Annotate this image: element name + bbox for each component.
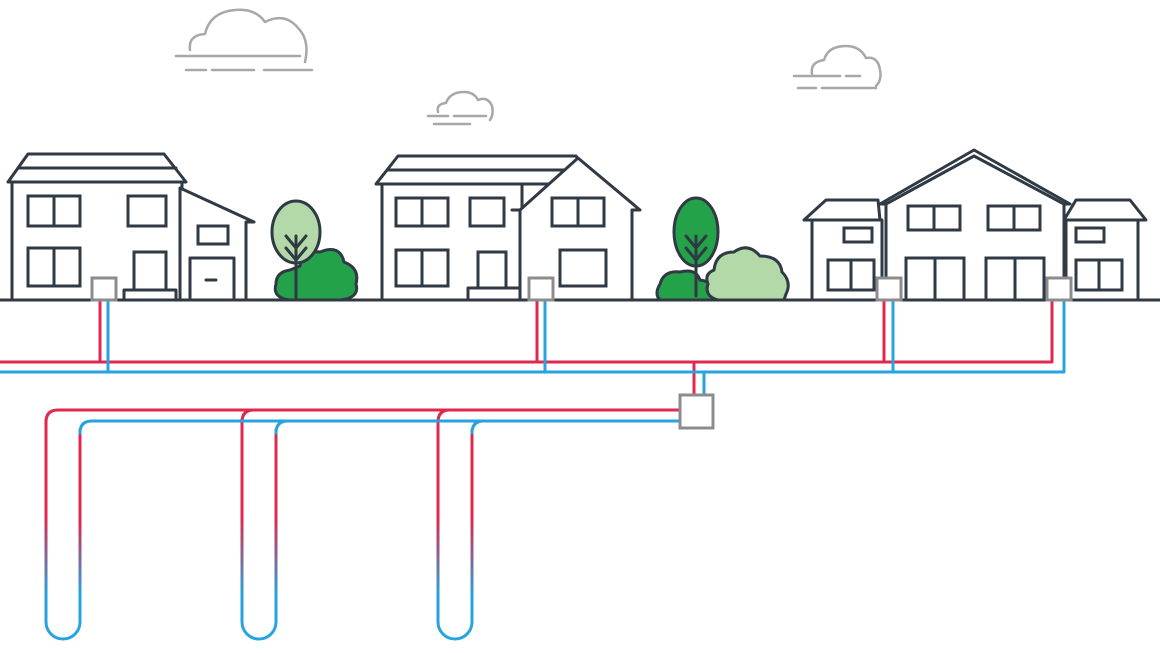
borehole-loop: [240, 418, 278, 641]
cloud-icon: [174, 8, 314, 72]
cloud-icon: [426, 90, 494, 126]
heat-pump-unit: [1045, 276, 1073, 302]
heat-pump-unit: [875, 276, 903, 302]
return-pipe-network: [0, 298, 1066, 398]
tree-icon: [655, 196, 790, 302]
house-1: [6, 152, 256, 302]
borehole-loop: [44, 418, 82, 641]
house-2: [374, 154, 642, 302]
supply-pipe-network: [0, 298, 1054, 398]
heat-pump-unit: [90, 276, 118, 302]
manifold-box: [678, 393, 715, 430]
house-3: [802, 148, 1148, 302]
tree-icon: [270, 199, 359, 302]
cloud-icon: [792, 44, 882, 90]
borehole-return-header: [78, 419, 682, 435]
heat-pump-unit: [527, 276, 555, 302]
borehole-loop: [436, 418, 474, 641]
